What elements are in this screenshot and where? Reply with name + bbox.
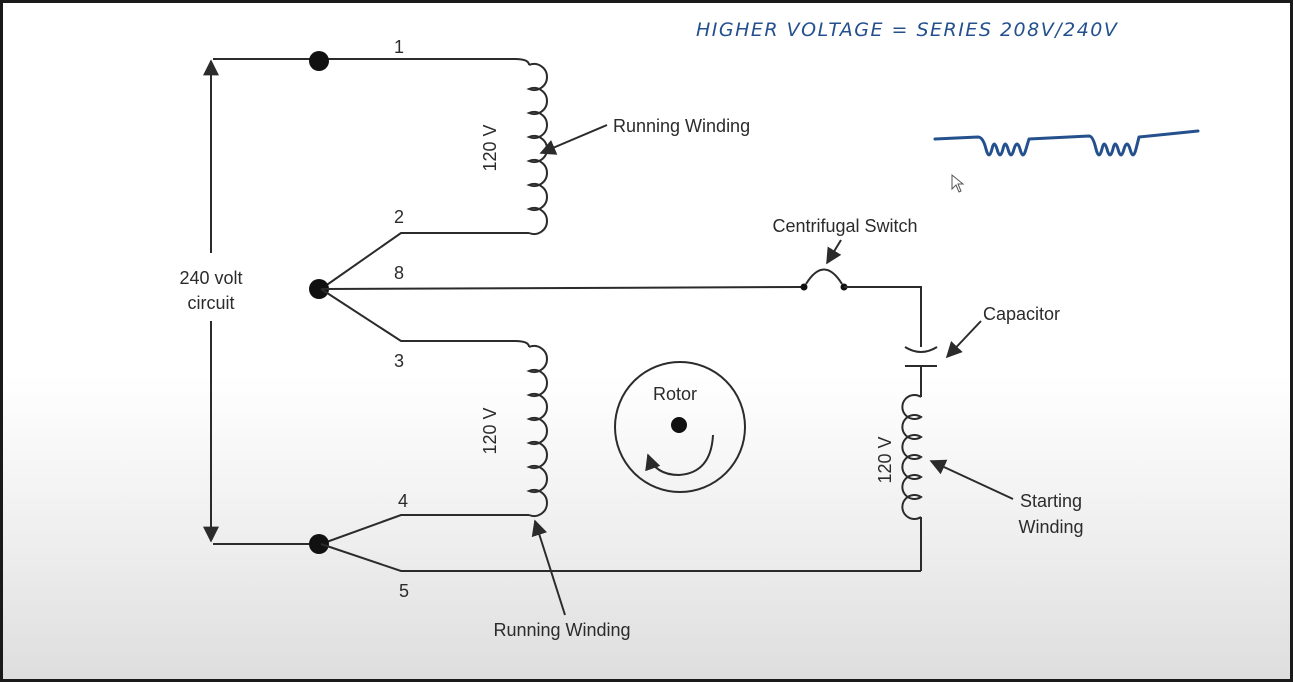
running-winding-bottom-coil — [526, 345, 548, 517]
lead-3-label: 3 — [394, 351, 404, 371]
terminal-center — [309, 279, 329, 299]
coil-start-voltage: 120 V — [875, 436, 895, 483]
running-winding-top-pointer — [539, 124, 608, 155]
centrifugal-switch-pointer — [826, 239, 842, 265]
wire-lead-5 — [320, 543, 921, 572]
centrifugal-switch-label: Centrifugal Switch — [772, 216, 917, 236]
wire-lead-8 — [320, 286, 804, 290]
rotor-label: Rotor — [653, 384, 697, 404]
coil-bottom-voltage: 120 V — [480, 407, 500, 454]
wire-switch-to-capacitor — [844, 286, 922, 347]
lead-4-label: 4 — [398, 491, 408, 511]
rotor-outline — [614, 361, 746, 493]
wire-lead-2 — [320, 232, 529, 290]
lead-8-label: 8 — [394, 263, 404, 283]
capacitor-plate-top — [904, 346, 938, 353]
rotor-rotation-arrow — [645, 434, 714, 477]
centrifugal-switch-arm — [805, 268, 843, 285]
switch-contact-left — [800, 283, 808, 291]
running-winding-top-label: Running Winding — [613, 116, 750, 136]
wire-lead-3 — [320, 288, 530, 348]
starting-winding-label-line2: Winding — [1018, 517, 1083, 537]
supply-label-line2: circuit — [187, 293, 234, 313]
terminal-l1 — [309, 51, 329, 71]
lead-1-label: 1 — [394, 37, 404, 57]
wiring-diagram: HIGHER VOLTAGE = SERIES 208V/240V 240 vo… — [179, 19, 1200, 640]
starting-winding-coil — [901, 394, 923, 520]
capacitor-label: Capacitor — [983, 304, 1060, 324]
capacitor-pointer — [945, 320, 982, 359]
terminal-l2 — [309, 534, 329, 554]
handwritten-note: HIGHER VOLTAGE = SERIES 208V/240V — [696, 19, 1119, 41]
running-winding-bottom-label: Running Winding — [493, 620, 630, 640]
wire-lead-1 — [213, 58, 530, 66]
diagram-canvas: HIGHER VOLTAGE = SERIES 208V/240V 240 vo… — [3, 3, 1290, 679]
coil-top-voltage: 120 V — [480, 124, 500, 171]
starting-winding-pointer — [929, 459, 1014, 500]
rotor-shaft — [671, 417, 687, 433]
lead-5-label: 5 — [399, 581, 409, 601]
running-winding-top-coil — [526, 63, 548, 235]
starting-winding-label-line1: Starting — [1020, 491, 1082, 511]
running-winding-bottom-pointer — [531, 519, 566, 616]
supply-label-line1: 240 volt — [179, 268, 242, 288]
lead-2-label: 2 — [394, 207, 404, 227]
mouse-pointer-icon — [951, 173, 965, 193]
wire-lead-4 — [320, 514, 529, 545]
handwritten-series-coils-sketch — [933, 129, 1200, 157]
